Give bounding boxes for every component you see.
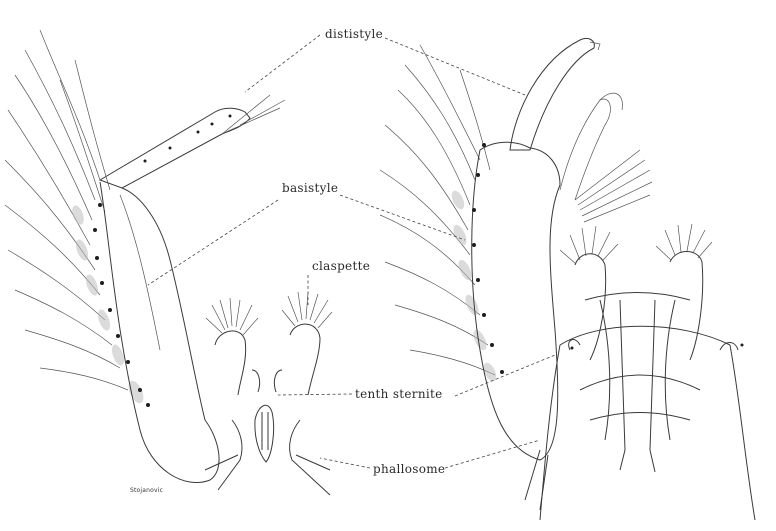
label-tenth-sternite-group: tenth sternite — [278, 355, 555, 401]
right-claspette-right — [656, 224, 712, 360]
left-basistyle-dots — [93, 203, 150, 407]
right-fan — [560, 93, 652, 222]
signature: Stojanovic — [130, 487, 163, 494]
label-dististyle: dististyle — [325, 27, 383, 41]
left-central-structure — [205, 370, 330, 495]
label-basistyle-group: basistyle — [148, 181, 465, 285]
label-basistyle: basistyle — [282, 181, 338, 195]
left-claspette-left — [206, 298, 258, 395]
left-figure: Stojanovic — [5, 30, 332, 495]
label-claspette-group: claspette — [308, 259, 370, 305]
right-setae — [380, 45, 495, 375]
left-setae — [5, 30, 128, 390]
right-shading — [449, 189, 499, 383]
right-figure — [380, 38, 755, 520]
left-dististyle-dots — [144, 115, 232, 163]
label-phallosome: phallosome — [373, 462, 445, 476]
label-claspette: claspette — [312, 259, 370, 273]
right-basistyle — [472, 142, 560, 460]
left-basistyle — [100, 182, 219, 483]
label-tenth-sternite: tenth sternite — [355, 387, 443, 401]
label-dististyle-group: dististyle — [245, 27, 525, 95]
left-claspette-right — [282, 292, 332, 395]
right-central-structure — [525, 293, 755, 521]
label-phallosome-group: phallosome — [320, 440, 540, 476]
left-dististyle — [100, 108, 250, 188]
